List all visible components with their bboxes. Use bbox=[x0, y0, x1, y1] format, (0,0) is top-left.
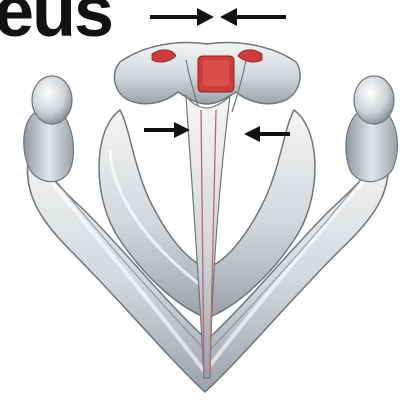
right-superior-horn bbox=[346, 76, 398, 182]
arytenoid-cartilages bbox=[114, 43, 300, 112]
left-superior-horn bbox=[24, 76, 74, 182]
arrow-left-icon bbox=[220, 8, 286, 26]
top-arrows bbox=[150, 8, 286, 26]
arrow-right-icon bbox=[144, 122, 190, 138]
arrow-left-icon bbox=[244, 126, 290, 142]
arrow-right-icon bbox=[150, 8, 214, 26]
